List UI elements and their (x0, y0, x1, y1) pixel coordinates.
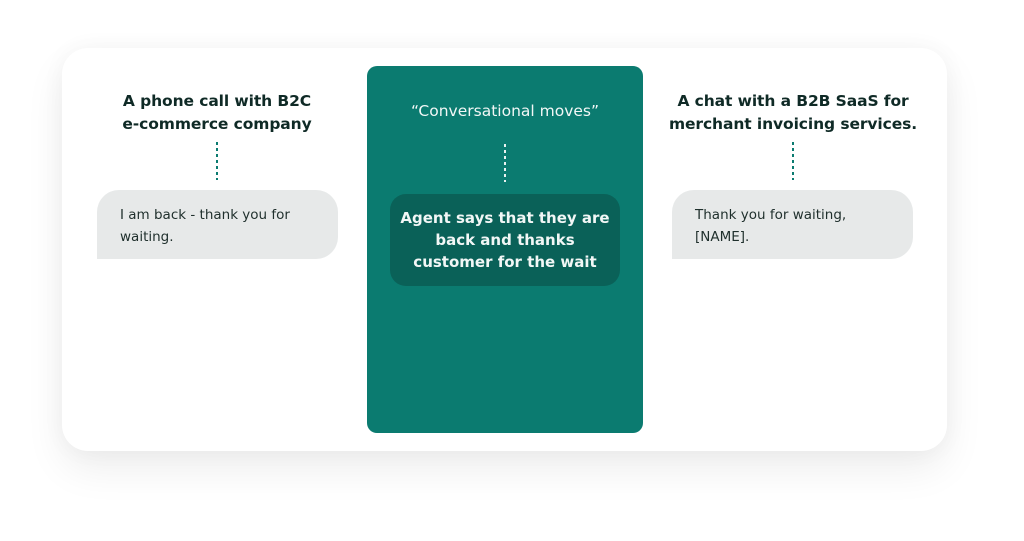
left-dotted-connector (216, 142, 218, 180)
left-chat-bubble: I am back - thank you for waiting. (97, 190, 338, 259)
left-title-line-1: A phone call with B2C (122, 92, 312, 110)
conversational-move-box: Agent says that they are back and thanks… (390, 194, 620, 286)
center-dotted-connector (504, 144, 506, 182)
left-title-line-2: e-commerce company (122, 115, 312, 133)
right-dotted-connector (792, 142, 794, 180)
right-column-title: A chat with a B2B SaaS for merchant invo… (663, 90, 923, 136)
left-message-text: I am back - thank you for waiting. (120, 207, 290, 245)
left-column-title: A phone call with B2C e-commerce company (97, 90, 337, 136)
right-message-text: Thank you for waiting, [NAME]. (695, 207, 847, 245)
right-chat-bubble: Thank you for waiting, [NAME]. (672, 190, 913, 259)
center-column-title: “Conversational moves” (410, 102, 600, 120)
right-title-line-2: merchant invoicing services. (668, 115, 918, 133)
move-description: Agent says that they are back and thanks… (400, 209, 610, 271)
conversational-moves-panel: “Conversational moves” Agent says that t… (367, 66, 643, 433)
right-title-line-1: A chat with a B2B SaaS for (677, 92, 909, 110)
